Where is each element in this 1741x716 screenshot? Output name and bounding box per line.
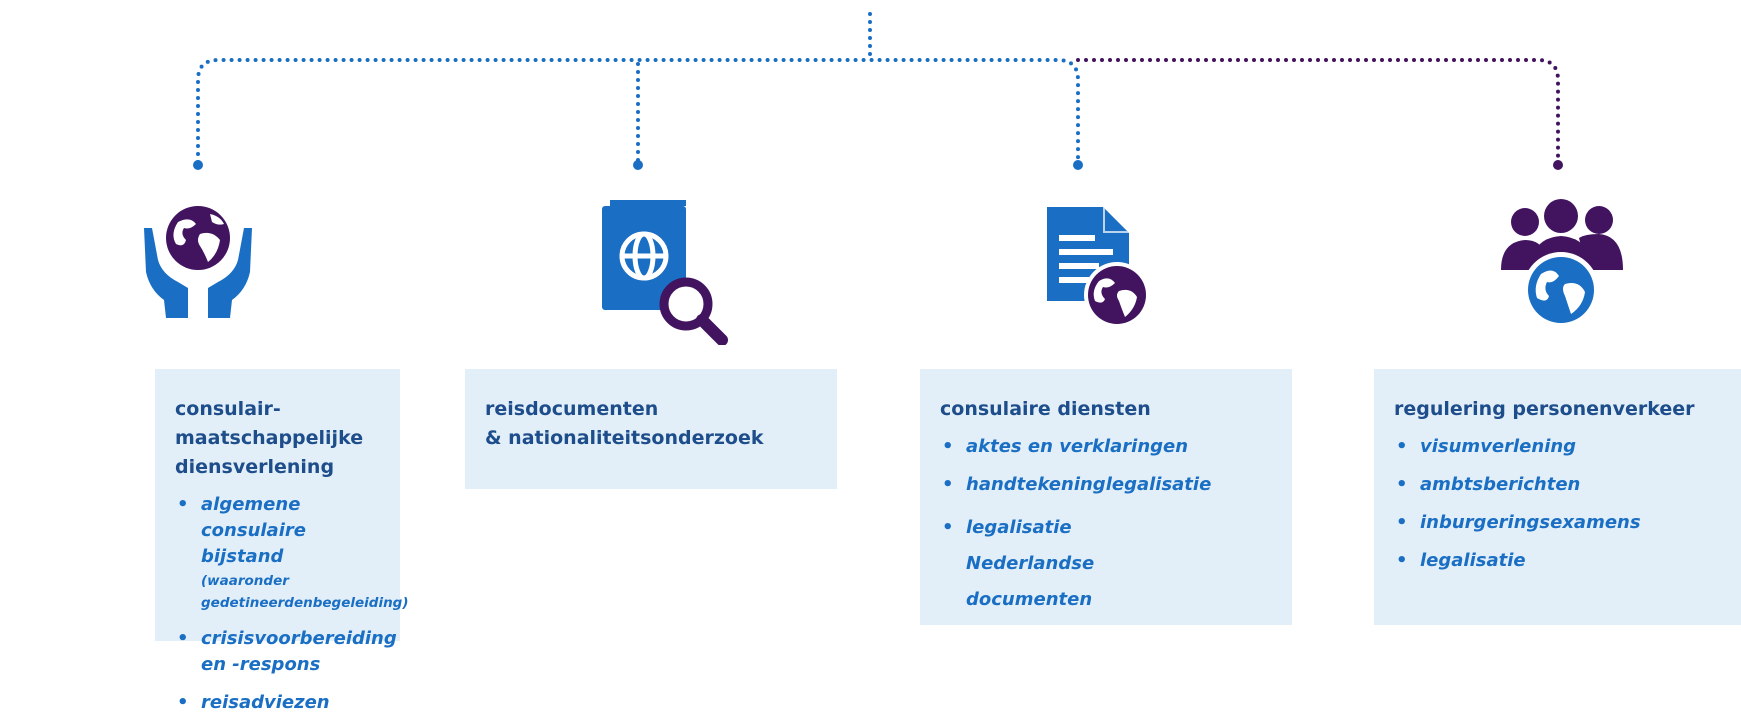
connector-node-1: [193, 160, 203, 170]
title-line-2: diensverlening: [175, 456, 335, 478]
list-item: visumverlening: [1394, 434, 1721, 460]
box-title: consulaire diensten: [940, 395, 1272, 424]
item-label: visumverlening: [1420, 436, 1577, 457]
connector-branch-purple: [1076, 58, 1560, 164]
item-label: aktes en verklaringen: [966, 436, 1189, 457]
title-line-1: consulaire diensten: [940, 398, 1151, 420]
title-line-1: consulair-maatschappelijke: [175, 398, 364, 449]
list-item: handtekeninglegalisatie: [940, 472, 1272, 498]
connector-node-2: [633, 160, 643, 170]
box-title: consulair-maatschappelijke diensverlenin…: [175, 395, 380, 482]
connector-branch-blue: [196, 58, 1080, 164]
item-list: visumverlening ambtsberichten inburgerin…: [1394, 434, 1721, 574]
box-title: reisdocumenten & nationaliteitsonderzoek: [485, 395, 817, 453]
box-regulering-personenverkeer: regulering personenverkeer visumverlenin…: [1374, 369, 1741, 625]
hands-globe-icon: [144, 206, 252, 318]
passport-search-icon: [602, 200, 728, 345]
list-item: inburgeringsexamens: [1394, 510, 1721, 536]
item-subnote: (waaronder gedetineerdenbegeleiding): [201, 573, 409, 611]
item-list: aktes en verklaringen handtekeninglegali…: [940, 434, 1272, 618]
item-label: handtekeninglegalisatie: [966, 474, 1212, 495]
people-globe-icon: [1501, 199, 1623, 328]
item-label: ambtsberichten: [1420, 474, 1581, 495]
item-label: inburgeringsexamens: [1420, 512, 1641, 533]
item-label: algemene consulaire bijstand: [201, 494, 306, 567]
connector-lines: [193, 12, 1563, 170]
list-item: legalisatie Nederlandse documenten: [940, 510, 1196, 618]
list-item: aktes en verklaringen: [940, 434, 1272, 460]
box-consulaire-diensten: consulaire diensten aktes en verklaringe…: [920, 369, 1292, 625]
list-item: ambtsberichten: [1394, 472, 1721, 498]
item-label: reisadviezen: [201, 692, 330, 713]
connector-node-4: [1553, 160, 1563, 170]
list-item: reisadviezen: [175, 690, 380, 716]
box-title: regulering personenverkeer: [1394, 395, 1721, 424]
list-item: algemene consulaire bijstand (waaronder …: [175, 492, 409, 614]
title-line-1: reisdocumenten: [485, 398, 659, 420]
connector-node-3: [1073, 160, 1083, 170]
list-item: legalisatie: [1394, 548, 1721, 574]
box-reisdocumenten: reisdocumenten & nationaliteitsonderzoek: [465, 369, 837, 489]
document-globe-icon: [1047, 207, 1150, 328]
list-item: crisisvoorbereiding en -respons: [175, 626, 397, 678]
box-consulair-maatschappelijk: consulair-maatschappelijke diensverlenin…: [155, 369, 409, 716]
item-list: algemene consulaire bijstand (waaronder …: [175, 492, 409, 716]
title-line-1: regulering personenverkeer: [1394, 398, 1695, 420]
item-label: legalisatie Nederlandse documenten: [966, 517, 1095, 610]
item-label: legalisatie: [1420, 550, 1526, 571]
item-label: crisisvoorbereiding en -respons: [201, 628, 397, 675]
title-line-2: & nationaliteitsonderzoek: [485, 427, 764, 449]
